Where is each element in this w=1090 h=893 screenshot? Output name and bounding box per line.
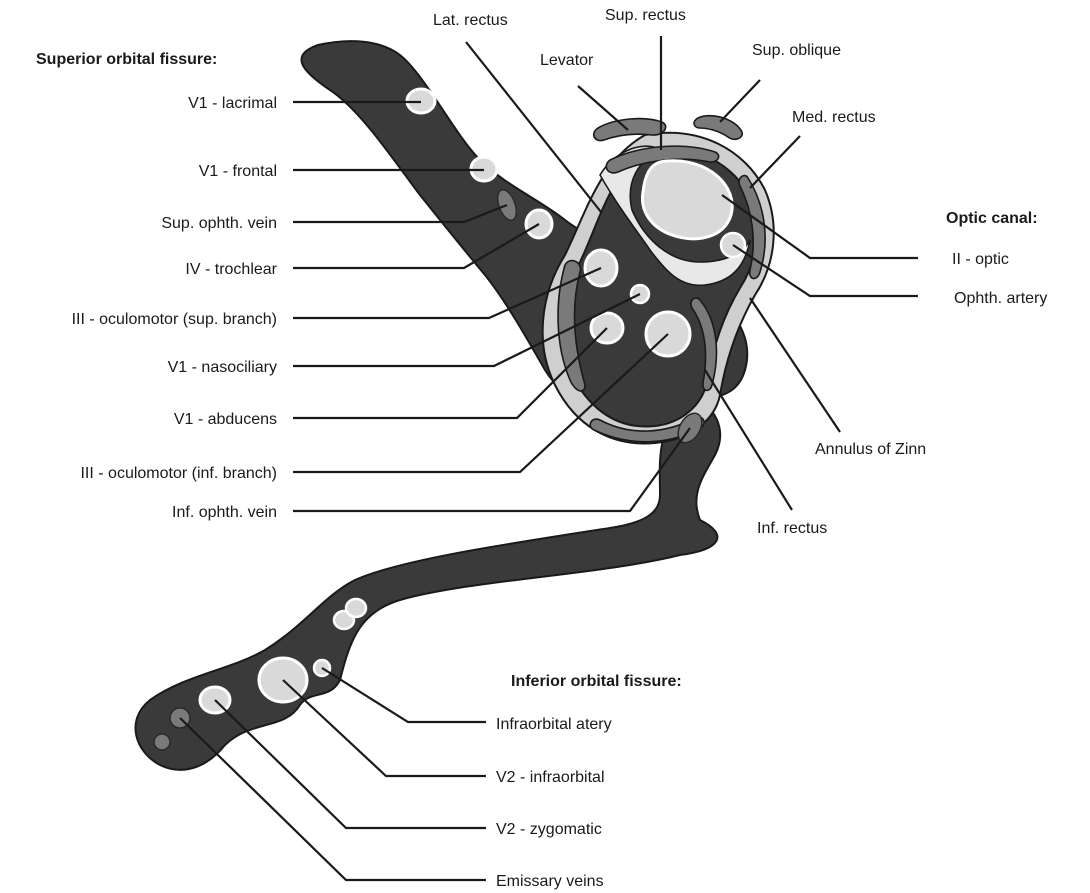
- heading-optic-canal: Optic canal:: [946, 210, 1038, 227]
- label-iv-trochlear: IV - trochlear: [185, 261, 277, 278]
- inferior-fissure-nerve-b: [346, 599, 366, 617]
- label-v2-infraorbital: V2 - infraorbital: [496, 769, 605, 786]
- label-v1-frontal: V1 - frontal: [199, 163, 277, 180]
- label-iii-inf-branch: III - oculomotor (inf. branch): [80, 465, 277, 482]
- label-v2-zygomatic: V2 - zygomatic: [496, 821, 602, 838]
- label-lat-rectus: Lat. rectus: [433, 12, 508, 29]
- label-v1-abducens: V1 - abducens: [174, 411, 277, 428]
- leader-lines: [180, 36, 918, 880]
- label-ophth-artery: Ophth. artery: [954, 290, 1047, 307]
- sup-oblique-muscle: [694, 116, 742, 140]
- label-sup-rectus: Sup. rectus: [605, 7, 686, 24]
- emissary-vein-b: [154, 734, 170, 750]
- label-v1-nasociliary: V1 - nasociliary: [168, 359, 277, 376]
- label-inf-ophth-vein: Inf. ophth. vein: [172, 504, 277, 521]
- label-ii-optic: II - optic: [952, 251, 1009, 268]
- label-iii-sup-branch: III - oculomotor (sup. branch): [72, 311, 277, 328]
- label-v1-lacrimal: V1 - lacrimal: [188, 95, 277, 112]
- label-infraorbital-artery: Infraorbital atery: [496, 716, 612, 733]
- label-inf-rectus: Inf. rectus: [757, 520, 827, 537]
- label-emissary-veins: Emissary veins: [496, 873, 604, 890]
- label-sup-oblique: Sup. oblique: [752, 42, 841, 59]
- label-levator: Levator: [540, 52, 594, 69]
- label-annulus-of-zinn: Annulus of Zinn: [815, 441, 926, 458]
- heading-inferior-orbital-fissure: Inferior orbital fissure:: [511, 673, 682, 690]
- label-med-rectus: Med. rectus: [792, 109, 876, 126]
- heading-superior-orbital-fissure: Superior orbital fissure:: [36, 51, 217, 68]
- label-sup-ophth-vein: Sup. ophth. vein: [161, 215, 277, 232]
- inferior-orbital-fissure-shape: [136, 395, 721, 770]
